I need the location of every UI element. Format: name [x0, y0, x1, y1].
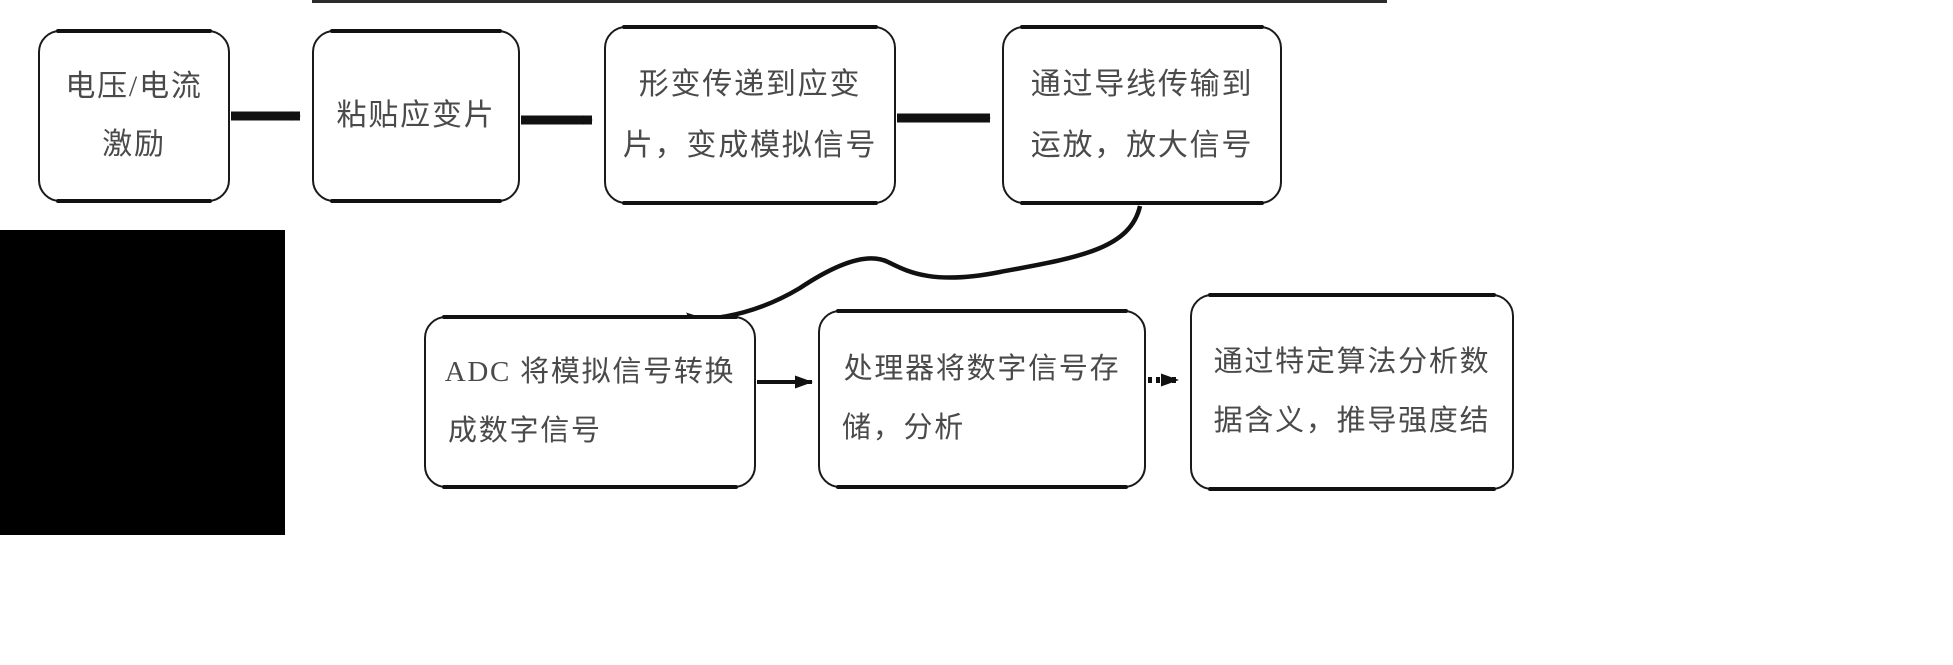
- node-adc-convert[interactable]: ADC 将模拟信号转换 成数字信号: [424, 315, 756, 489]
- node-algorithm-analyze-line-1: 通过特定算法分析数: [1213, 345, 1491, 378]
- node-processor-store-analyze[interactable]: 处理器将数字信号存 储，分析: [818, 309, 1146, 489]
- node-algorithm-analyze-line-2: 据含义，推导强度结: [1213, 405, 1491, 437]
- node-processor-store-analyze-line-1: 处理器将数字信号存: [843, 352, 1121, 385]
- node-deform-to-analog[interactable]: 形变传递到应变 片，变成模拟信号: [604, 25, 896, 205]
- node-processor-store-analyze-line-2: 储，分析: [842, 412, 965, 444]
- node-deform-to-analog-line-2: 片，变成模拟信号: [622, 129, 878, 162]
- node-excitation-line-1: 电压/电流: [65, 69, 203, 103]
- node-deform-to-analog-line-1: 形变传递到应变: [638, 67, 862, 101]
- top-rule: [312, 0, 1387, 3]
- node-excitation[interactable]: 电压/电流 激励: [38, 29, 230, 203]
- node-algorithm-analyze[interactable]: 通过特定算法分析数 据含义，推导强度结: [1190, 293, 1514, 491]
- node-paste-strain-gauge-line-1: 粘贴应变片: [336, 98, 496, 132]
- node-wire-to-opamp-line-1: 通过导线传输到: [1030, 67, 1254, 101]
- node-adc-convert-line-2: 成数字信号: [448, 415, 602, 447]
- node-wire-to-opamp-line-2: 运放，放大信号: [1030, 129, 1254, 162]
- redaction-block: [0, 230, 285, 535]
- edge-wire-to-adc: [685, 205, 1143, 328]
- node-excitation-line-2: 激励: [102, 128, 166, 161]
- node-wire-to-opamp[interactable]: 通过导线传输到 运放，放大信号: [1002, 25, 1282, 205]
- node-adc-convert-line-1: ADC 将模拟信号转换: [444, 355, 736, 388]
- node-paste-strain-gauge[interactable]: 粘贴应变片: [312, 29, 520, 203]
